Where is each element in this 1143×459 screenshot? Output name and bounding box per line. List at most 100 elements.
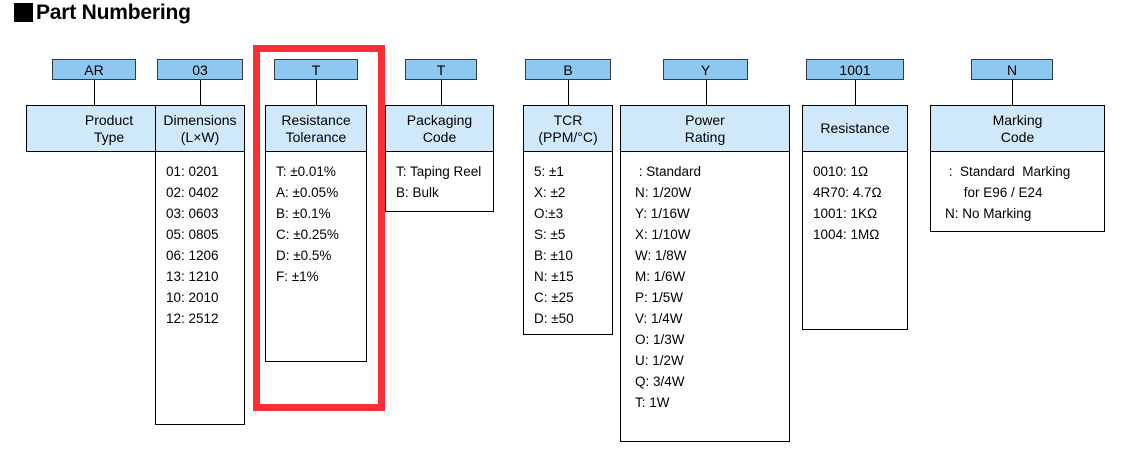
header-line: Packaging <box>406 111 473 128</box>
code-chip-label: 1001 <box>839 61 871 78</box>
header-box-dimensions: Dimensions(L×W) <box>155 105 245 152</box>
list-item: B: Bulk <box>396 185 439 200</box>
list-item: A: ±0.05% <box>276 185 339 200</box>
list-item: : Standard <box>635 164 702 179</box>
connector-line-marking-code <box>1012 80 1013 105</box>
list-item: N: 1/20W <box>635 185 692 200</box>
list-item: B: ±10 <box>534 248 573 263</box>
list-item: Y: 1/16W <box>635 206 690 221</box>
code-chip-label: T <box>436 61 446 78</box>
connector-line-resistance-tolerance <box>316 80 317 105</box>
code-chip-label: 03 <box>192 61 208 78</box>
list-item: N: No Marking <box>945 206 1032 221</box>
header-line: Product <box>84 111 134 128</box>
header-box-resistance: Resistance <box>802 105 908 152</box>
list-box-resistance-tolerance: T: ±0.01% A: ±0.05% B: ±0.1% C: ±0.25% D: ±0… <box>265 152 367 362</box>
list-item: 5: ±1 <box>534 164 564 179</box>
header-line: Tolerance <box>285 128 347 145</box>
page-title-row: Part Numbering <box>14 2 191 23</box>
list-item: 06: 1206 <box>166 248 219 263</box>
list-item: C: ±25 <box>534 290 574 305</box>
list-item: 01: 0201 <box>166 164 219 179</box>
list-item: : Standard Marking <box>945 164 1071 179</box>
option-list: 0010: 1Ω 4R70: 4.7Ω 1001: 1KΩ 1004: 1MΩ <box>803 161 907 245</box>
list-item: M: 1/6W <box>635 269 686 284</box>
code-chip-packaging-code: T <box>405 59 477 80</box>
header-line: Dimensions <box>163 111 237 128</box>
list-item: for E96 / E24 <box>945 185 1043 200</box>
page-title: Part Numbering <box>36 1 191 24</box>
connector-line-product-type <box>94 80 95 105</box>
code-chip-tcr: B <box>525 59 611 80</box>
code-chip-label: T <box>311 61 321 78</box>
list-item: F: ±1% <box>276 269 319 284</box>
list-item: 02: 0402 <box>166 185 219 200</box>
list-item: O:±3 <box>534 206 564 221</box>
connector-line-resistance <box>855 80 856 105</box>
header-line: Resistance <box>820 120 890 136</box>
header-line: TCR <box>553 111 583 128</box>
code-chip-marking-code: N <box>971 59 1053 80</box>
list-item: C: ±0.25% <box>276 227 339 242</box>
list-item: T: 1W <box>635 395 670 410</box>
code-chip-label: B <box>563 61 573 78</box>
list-box-marking-code: : Standard Marking for E96 / E24 N: No Ma… <box>930 152 1105 232</box>
header-line: Code <box>1000 128 1035 145</box>
header-line: Rating <box>684 128 726 145</box>
list-item: X: ±2 <box>534 185 566 200</box>
list-item: O: 1/3W <box>635 332 685 347</box>
code-chip-resistance: 1001 <box>806 59 904 80</box>
list-item: D: ±50 <box>534 311 574 326</box>
header-line: Power <box>685 111 725 128</box>
code-chip-label: N <box>1006 61 1018 78</box>
list-item: U: 1/2W <box>635 353 684 368</box>
header-line: (L×W) <box>180 128 220 145</box>
list-box-packaging-code: T: Taping Reel B: Bulk <box>385 152 494 212</box>
header-line: Resistance <box>281 111 351 128</box>
list-item: N: ±15 <box>534 269 574 284</box>
code-chip-label: Y <box>700 61 711 78</box>
code-chip-label: AR <box>84 61 104 78</box>
list-box-resistance: 0010: 1Ω 4R70: 4.7Ω 1001: 1KΩ 1004: 1MΩ <box>802 152 908 330</box>
list-item: 4R70: 4.7Ω <box>813 185 882 200</box>
list-item: 10: 2010 <box>166 290 219 305</box>
option-list: T: ±0.01% A: ±0.05% B: ±0.1% C: ±0.25% D: ±0… <box>266 161 366 287</box>
list-item: 12: 2512 <box>166 311 219 326</box>
list-item: X: 1/10W <box>635 227 691 242</box>
square-bullet-icon <box>14 3 33 22</box>
list-item: 05: 0805 <box>166 227 219 242</box>
code-chip-product-type: AR <box>52 59 136 80</box>
list-item: T: ±0.01% <box>276 164 336 179</box>
option-list: T: Taping Reel B: Bulk <box>386 161 493 203</box>
list-item: T: Taping Reel <box>396 164 482 179</box>
list-item: D: ±0.5% <box>276 248 332 263</box>
list-box-power-rating: : Standard N: 1/20W Y: 1/16W X: 1/10W W: 1/8… <box>620 152 790 442</box>
header-box-tcr: TCR(PPM/°C) <box>523 105 613 152</box>
list-item: 0010: 1Ω <box>813 164 869 179</box>
header-line: Marking <box>992 111 1043 128</box>
connector-line-dimensions <box>200 80 201 105</box>
list-item: W: 1/8W <box>635 248 687 263</box>
connector-line-tcr <box>568 80 569 105</box>
option-list: : Standard Marking for E96 / E24 N: No Ma… <box>931 161 1104 224</box>
header-line: (PPM/°C) <box>538 128 598 145</box>
code-chip-dimensions: 03 <box>157 59 243 80</box>
connector-line-power-rating <box>705 80 707 105</box>
list-item: P: 1/5W <box>635 290 684 305</box>
list-item: B: ±0.1% <box>276 206 331 221</box>
list-item: 13: 1210 <box>166 269 219 284</box>
connector-line-packaging-code <box>441 80 442 105</box>
option-list: : Standard N: 1/20W Y: 1/16W X: 1/10W W: 1/8… <box>621 161 789 413</box>
list-item: 1001: 1KΩ <box>813 206 878 221</box>
list-item: 1004: 1MΩ <box>813 227 880 242</box>
list-item: Q: 3/4W <box>635 374 685 389</box>
